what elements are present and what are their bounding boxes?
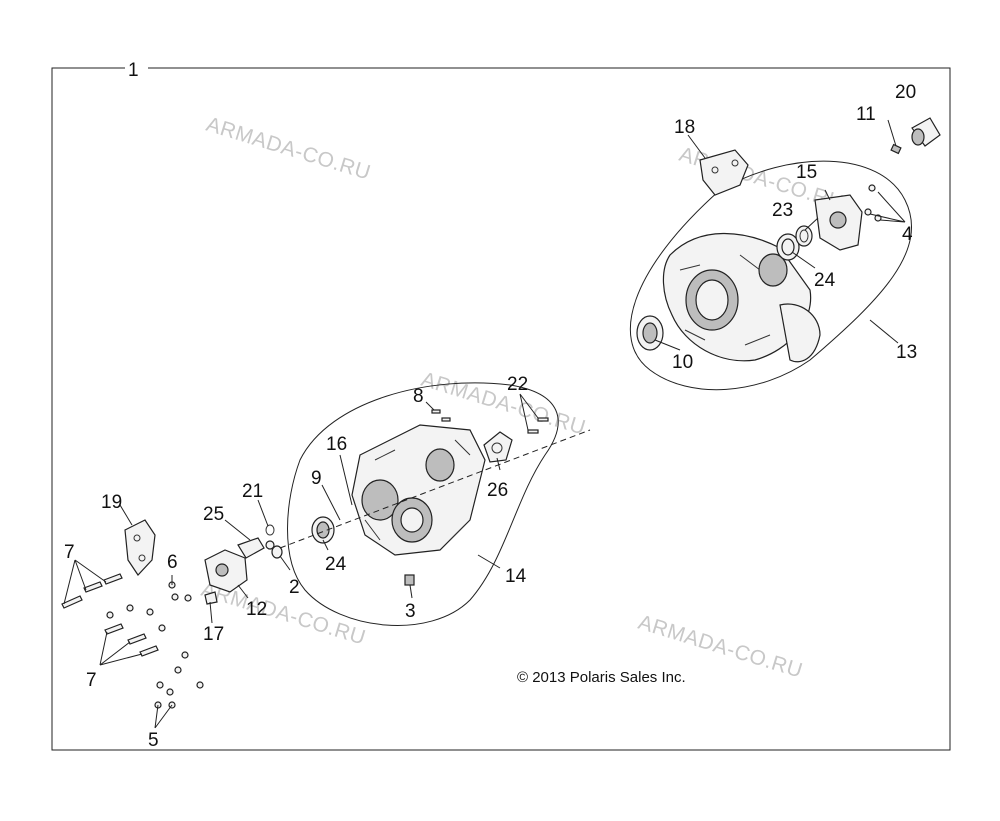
- callout-22: 22: [507, 374, 528, 395]
- callout-23: 23: [772, 200, 793, 221]
- callout-20: 20: [895, 82, 916, 103]
- callout-21: 21: [242, 481, 263, 502]
- seal-10: [636, 315, 664, 351]
- leader-lines: [63, 119, 906, 729]
- callout-9: 9: [311, 468, 322, 489]
- callouts: 1 20 11 18 15 23 4 24 10 13 22 8 16 9 26…: [64, 60, 917, 751]
- plug-11: [890, 143, 902, 155]
- copyright-notice: © 2013 Polaris Sales Inc.: [517, 669, 686, 686]
- bracket-19: [124, 519, 156, 576]
- callout-10: 10: [672, 352, 693, 373]
- callout-12: 12: [246, 599, 267, 620]
- callout-17: 17: [203, 624, 224, 645]
- front-case-outline: [287, 382, 559, 626]
- sensor-25: [237, 537, 275, 559]
- cover-12: [204, 549, 248, 593]
- callout-7-bottom: 7: [86, 670, 97, 691]
- bolts-7: [61, 573, 166, 657]
- callout-11: 11: [856, 104, 876, 125]
- callout-3: 3: [405, 601, 416, 622]
- clip-17: [204, 591, 218, 605]
- callout-13: 13: [896, 342, 917, 363]
- callout-6: 6: [167, 552, 178, 573]
- callout-5: 5: [148, 730, 159, 751]
- cover-15: [814, 194, 863, 251]
- callout-24-front: 24: [325, 554, 347, 575]
- callout-26: 26: [487, 480, 508, 501]
- callout-1: 1: [128, 60, 139, 81]
- callout-2: 2: [289, 577, 300, 598]
- o-ring-23: [795, 225, 813, 247]
- seal-24-front: [311, 516, 335, 544]
- watermark-1: ARMADA-CO.RU: [204, 113, 374, 185]
- assembly-frame: [51, 67, 951, 751]
- callout-19: 19: [101, 492, 122, 513]
- dowels-22: [527, 417, 549, 434]
- callout-4: 4: [902, 224, 913, 245]
- callout-14: 14: [505, 566, 527, 587]
- bolts-5: [154, 651, 204, 709]
- callout-15: 15: [796, 162, 817, 183]
- o-ring-21: [265, 524, 275, 536]
- callout-16: 16: [326, 434, 347, 455]
- washer-2: [271, 545, 283, 559]
- drain-plug-3: [404, 574, 415, 586]
- pins-8: [431, 409, 451, 422]
- front-case-housing: [351, 424, 486, 556]
- rear-case-housing: [662, 232, 821, 363]
- callout-24-rear: 24: [814, 270, 836, 291]
- callout-18: 18: [674, 117, 695, 138]
- callout-7-top: 7: [64, 542, 75, 563]
- bracket-18: [699, 149, 749, 196]
- rear-case-outline: [629, 160, 912, 391]
- bolts-4: [864, 184, 882, 222]
- callout-8: 8: [413, 386, 424, 407]
- assembly-axis-line: [279, 429, 591, 549]
- callout-25: 25: [203, 504, 224, 525]
- gasket-26: [483, 431, 513, 463]
- cap-20: [911, 117, 941, 147]
